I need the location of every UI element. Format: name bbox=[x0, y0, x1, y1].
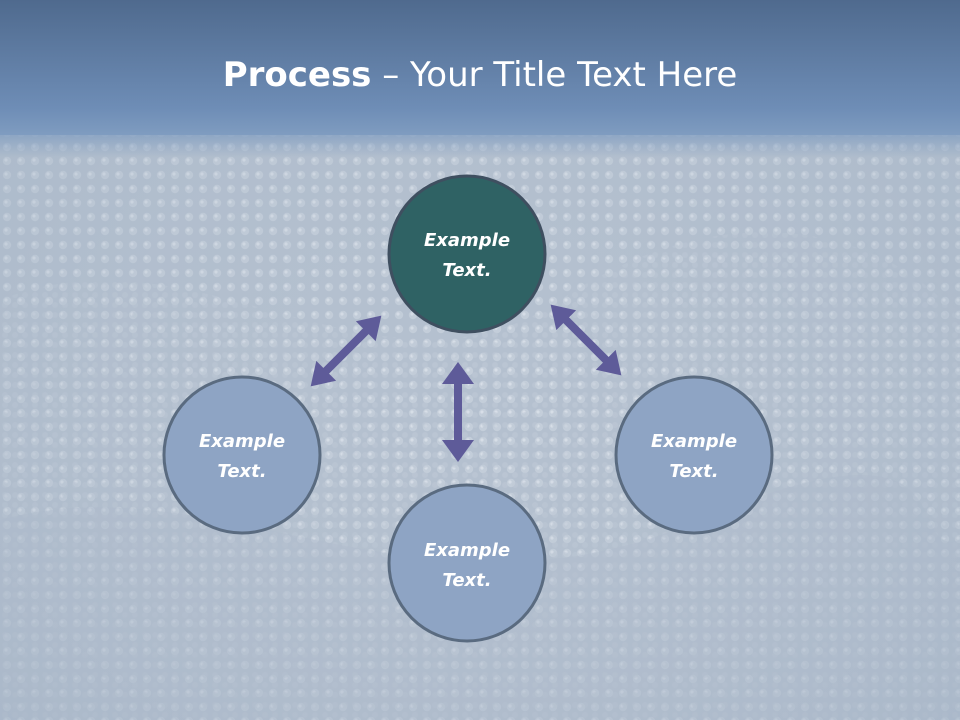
node-left: Example Text. bbox=[162, 375, 322, 535]
node-left-line2: Text. bbox=[217, 461, 266, 482]
slide-title-bold: Process bbox=[222, 55, 372, 95]
arrows bbox=[310, 304, 622, 462]
arrow-top-right bbox=[550, 304, 622, 376]
node-right-line1: Example bbox=[651, 431, 737, 452]
node-top-line1: Example bbox=[424, 230, 510, 251]
node-bottom-line2: Text. bbox=[442, 570, 491, 591]
node-right-line2: Text. bbox=[669, 461, 718, 482]
node-bottom: Example Text. bbox=[387, 483, 547, 643]
title-band bbox=[0, 0, 960, 157]
arrow-vertical bbox=[442, 362, 474, 462]
node-right: Example Text. bbox=[614, 375, 774, 535]
node-top-line2: Text. bbox=[442, 260, 491, 281]
node-left-line1: Example bbox=[199, 431, 285, 452]
node-bottom-line1: Example bbox=[424, 540, 510, 561]
node-top: Example Text. bbox=[387, 174, 547, 334]
slide-title-rest: – Your Title Text Here bbox=[371, 55, 738, 95]
slide-title: Process – Your Title Text Here bbox=[0, 50, 960, 100]
arrow-top-left bbox=[310, 315, 382, 387]
